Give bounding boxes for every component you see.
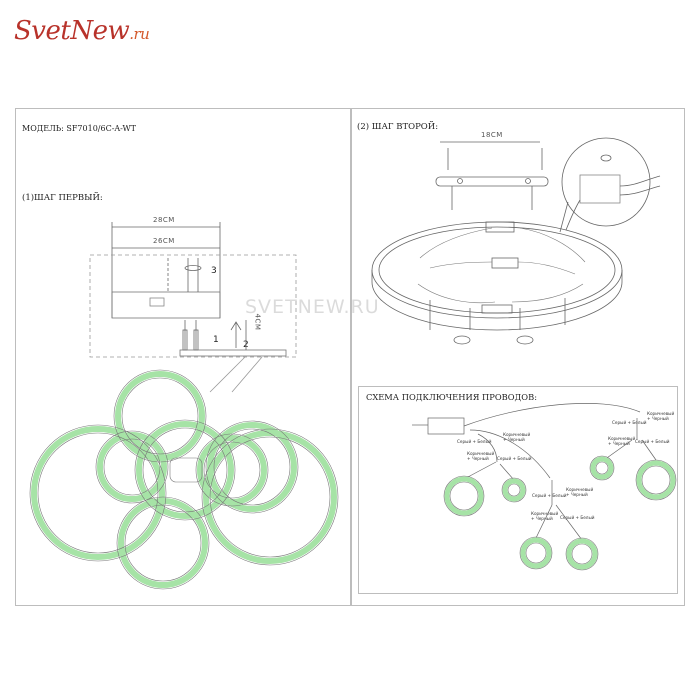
dim-outer-label: 28CM [153, 216, 175, 224]
wire-label: Серый + Белый [612, 420, 647, 425]
dim-inner-label: 26CM [153, 237, 175, 245]
dim-top-label: 18CM [481, 131, 503, 139]
wire-label: Серый + Белый [532, 493, 567, 498]
wire-label: Серый + Белый [497, 456, 532, 461]
callout-1: 1 [213, 335, 219, 345]
wiring-diagram [412, 403, 657, 541]
wire-label: Коричневый + Черный [531, 511, 559, 521]
fixture-ring-outlines [29, 369, 339, 590]
wire-label: Коричневый + Черный [647, 411, 675, 421]
step2-title: (2) ШАГ ВТОРОЙ: [357, 122, 439, 132]
wire-label: Серый + Белый [635, 439, 670, 444]
model-label: МОДЕЛЬ: SF7010/6C-A-WT [22, 124, 136, 133]
mounting-plate-detail [89, 222, 297, 393]
svetnew-logo[interactable]: SvetNew.ru [14, 16, 150, 46]
step1-title: (1)ШАГ ПЕРВЫЙ: [22, 193, 103, 203]
wire-label: Коричневый + Черный [503, 432, 531, 442]
wire-label: Серый + Белый [457, 439, 492, 444]
internal-wires [417, 227, 586, 304]
left-panel [15, 108, 352, 606]
wire-label: Коричневый + Черный [608, 436, 636, 446]
wire-label: Коричневый + Черный [566, 487, 594, 497]
fixture-rings [31, 371, 337, 588]
wiring-title: СХЕМА ПОДКЛЮЧЕНИЯ ПРОВОДОВ: [366, 392, 537, 402]
canopy-diagram [371, 137, 661, 345]
right-panel [350, 108, 685, 606]
wire-label: Коричневый + Черный [467, 451, 495, 461]
wire-label: Серый + Белый [560, 515, 595, 520]
watermark: SVETNEW.RU [245, 296, 380, 318]
callout-3: 3 [211, 266, 217, 276]
wiring-rings [444, 456, 676, 570]
wiring-panel [358, 386, 678, 594]
logo-main: SvetNew [14, 16, 130, 46]
logo-suffix: .ru [129, 25, 150, 43]
